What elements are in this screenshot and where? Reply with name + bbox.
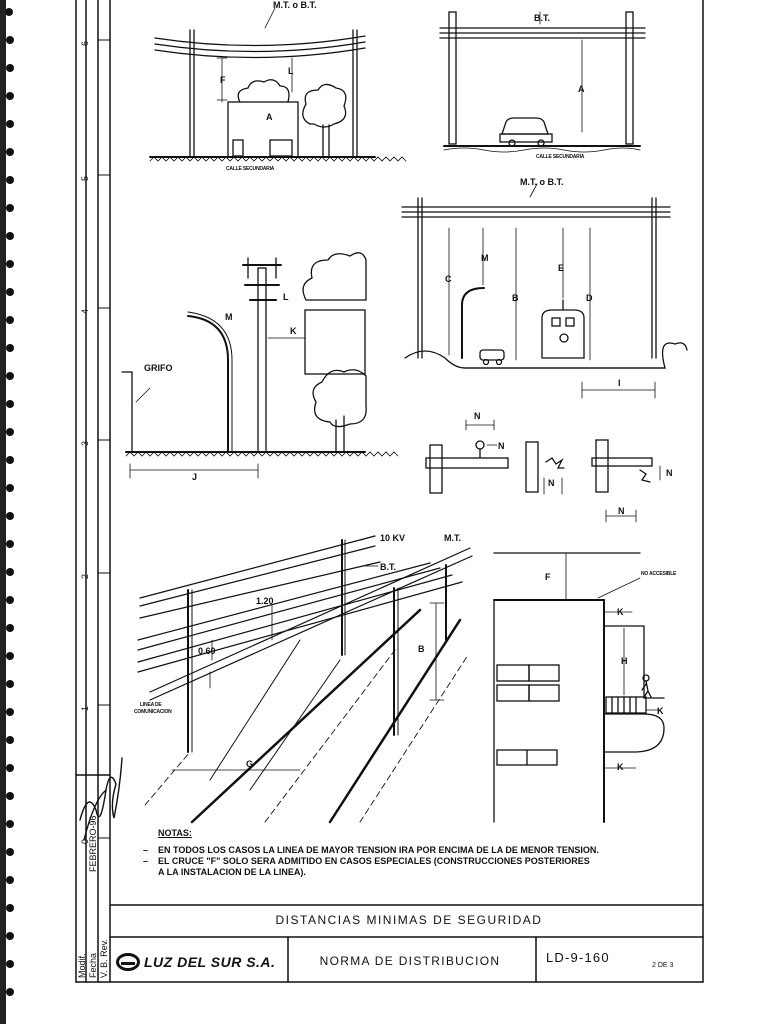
border-number-3: 3 xyxy=(80,440,90,446)
label-grifo: GRIFO xyxy=(144,363,173,373)
border-number-2: 2 xyxy=(80,573,90,579)
rev-date: FEBRERO-96 xyxy=(88,815,98,872)
border-number-6: 6 xyxy=(80,40,90,46)
label-dim-1-20: 1.20 xyxy=(256,596,274,606)
label-dim-0-60: 0.60 xyxy=(198,646,216,656)
dim-j: J xyxy=(192,472,198,482)
dim-h: H xyxy=(621,656,628,666)
dim-c: C xyxy=(445,274,452,284)
border-number-1: 1 xyxy=(80,705,90,711)
label-mt-bt-road: M.T. o B.T. xyxy=(520,177,564,187)
dim-b-road: B xyxy=(512,293,519,303)
dim-f-house: F xyxy=(220,75,226,85)
dim-g: G xyxy=(246,759,254,769)
notes-section: NOTAS: EN TODOS LOS CASOS LA LINEA DE MA… xyxy=(140,828,680,878)
fig-crossarm-details xyxy=(425,419,661,523)
fig-house-crossing xyxy=(149,7,407,162)
dim-m-road: M xyxy=(481,253,489,263)
label-linea-comunicacion-1: LINEA DE xyxy=(140,702,162,708)
drawing-title: DISTANCIAS MINIMAS DE SEGURIDAD xyxy=(275,913,543,927)
label-calle-secundaria-1: CALLE SECUNDARIA xyxy=(226,166,275,172)
label-bt-perspective: B.T. xyxy=(380,562,397,572)
rev-label-fecha: Fecha xyxy=(88,952,98,978)
fig-tree-lamp xyxy=(121,252,399,479)
sheet-frame xyxy=(75,0,704,983)
company-name: LUZ DEL SUR S.A. xyxy=(144,954,276,970)
dim-n-5: N xyxy=(618,506,625,516)
label-bt: B.T. xyxy=(534,13,551,23)
fig-road-train xyxy=(401,183,688,399)
notes-title: NOTAS: xyxy=(158,828,192,838)
note-1: EN TODOS LOS CASOS LA LINEA DE MAYOR TEN… xyxy=(140,845,680,856)
label-mt: M.T. xyxy=(444,533,461,543)
dim-k-building-1: K xyxy=(617,607,624,617)
dim-n-3: N xyxy=(548,478,555,488)
dim-a-car: A xyxy=(578,84,585,94)
company-logo: LUZ DEL SUR S.A. xyxy=(116,952,286,976)
binding-holes xyxy=(0,0,14,1024)
dim-n-1: N xyxy=(474,411,481,421)
rev-label-vb: V. B. Rev. xyxy=(99,938,109,978)
dim-k-tree: K xyxy=(290,326,297,336)
dim-f-building: F xyxy=(545,572,551,582)
label-linea-comunicacion-2: COMUNICACION xyxy=(134,709,172,715)
label-10kv: 10 KV xyxy=(380,533,406,543)
label-calle-secundaria-2: CALLE SECUNDARIA xyxy=(536,154,585,160)
signature xyxy=(79,757,123,841)
dim-a-house: A xyxy=(266,112,273,122)
dim-m-lamp: M xyxy=(225,312,233,322)
norm-code: LD-9-160 xyxy=(546,950,610,965)
rev-label-modif: Modif. xyxy=(77,953,87,978)
dim-l-tree: L xyxy=(283,292,289,302)
company-logo-icon xyxy=(116,953,140,971)
fig-car-clearance xyxy=(439,11,646,153)
label-no-accesible: NO ACCESIBLE xyxy=(641,571,677,577)
fig-perspective-lines xyxy=(137,535,473,824)
norm-name: NORMA DE DISTRIBUCION xyxy=(319,954,501,968)
dim-e: E xyxy=(558,263,565,273)
sheet-number: 2 DE 3 xyxy=(652,962,674,969)
border-number-4: 4 xyxy=(80,308,90,314)
note-2-continued: A LA INSTALACION DE LA LINEA). xyxy=(158,867,306,877)
fig-building-balcony xyxy=(493,552,665,823)
dim-d: D xyxy=(586,293,593,303)
dim-k-building-2: K xyxy=(657,706,664,716)
dim-n-2: N xyxy=(498,441,505,451)
dim-l-house: L xyxy=(288,66,294,76)
label-mt-bt-top: M.T. o B.T. xyxy=(273,0,317,10)
note-2: EL CRUCE "F" SOLO SERA ADMITIDO EN CASOS… xyxy=(140,856,680,867)
border-number-5: 5 xyxy=(80,175,90,181)
dim-n-4: N xyxy=(666,468,673,478)
dim-i: I xyxy=(618,378,621,388)
dim-b-perspective: B xyxy=(418,644,425,654)
dim-k-building-3: K xyxy=(617,762,624,772)
